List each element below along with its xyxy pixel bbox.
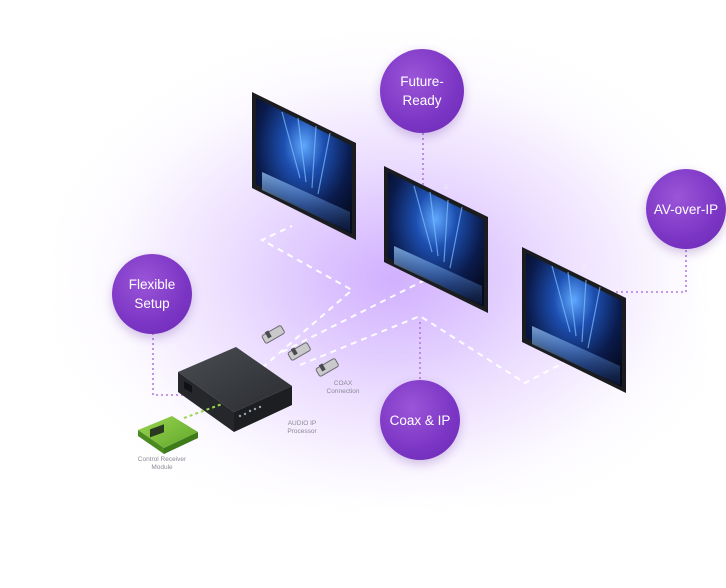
display-3-tag: 3 (582, 264, 586, 271)
coax-connector-3 (315, 358, 339, 377)
coax-connector-1 (261, 325, 285, 344)
display-1 (252, 92, 356, 240)
audio-ip-processor (178, 347, 292, 432)
bubble-future-ready-label: Future-Ready (400, 74, 444, 108)
display-2-tag: 2 (444, 184, 448, 191)
dashed-cables (259, 225, 566, 385)
connector-flexible-setup (152, 333, 195, 396)
bubble-coax-ip: Coax & IP (380, 380, 460, 460)
bubble-flexible-setup: Flexible Setup (112, 254, 192, 334)
display-1-tag: 1 (306, 110, 310, 117)
cable-to-display-2 (281, 279, 426, 353)
bubble-av-over-ip: AV-over-IP (646, 169, 726, 249)
display-3 (522, 247, 626, 393)
bubble-av-over-ip-label: AV-over-IP (653, 201, 719, 217)
cable-to-display-1 (259, 225, 354, 369)
coax-connection-label: COAX Connection (326, 380, 360, 395)
control-receiver-module-label: Control Receiver Module (137, 456, 187, 471)
green-link (183, 403, 223, 419)
coax-connector-2 (287, 342, 311, 361)
connector-av-over-ip (606, 250, 687, 293)
control-receiver-module (138, 416, 198, 454)
bubble-coax-ip-label: Coax & IP (389, 412, 451, 428)
audio-ip-processor-label: AUDIO IP Processor (287, 420, 317, 435)
coax-connectors (261, 325, 339, 377)
bubble-future-ready: Future-Ready (380, 49, 464, 133)
dotted-connectors (152, 128, 687, 396)
bubble-flexible-setup-label: Flexible Setup (128, 277, 176, 311)
cable-to-display-3 (299, 314, 566, 385)
display-2 (384, 166, 488, 313)
